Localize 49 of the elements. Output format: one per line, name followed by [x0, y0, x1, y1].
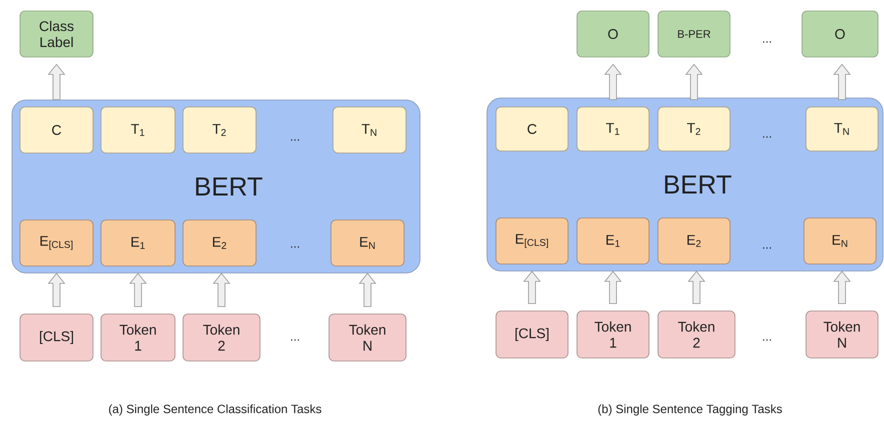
ellipsis: ...: [763, 41, 771, 43]
token-box: Token 1: [100, 314, 176, 362]
output-vector-box: C: [496, 106, 568, 152]
token-box: Token 2: [182, 314, 260, 362]
output-vector-box: T$_{2}$: [182, 106, 256, 154]
embedding-box: E$_{N}$: [804, 218, 876, 264]
arrow: [685, 64, 703, 100]
output-box: O: [802, 10, 878, 58]
output-box: Class Label: [20, 10, 94, 58]
arrow: [833, 64, 851, 100]
output-vector-box: T$_{1}$: [100, 106, 176, 154]
arrow: [212, 272, 230, 307]
token-box: Token N: [328, 314, 406, 362]
output-vector-box: T$_{N}$: [332, 106, 406, 154]
token-box: [CLS]: [20, 314, 94, 362]
ellipsis: ...: [291, 339, 299, 341]
output-box: O: [576, 10, 650, 58]
output-vector-box: T$_{N}$: [806, 106, 878, 152]
token-box: Token N: [806, 310, 878, 358]
arrow: [688, 270, 706, 304]
ellipsis: ...: [763, 247, 771, 249]
embedding-box: E$_{2}$: [182, 220, 256, 266]
ellipsis: ...: [291, 139, 299, 141]
embedding-box: E$_{2}$: [658, 218, 730, 264]
ellipsis: ...: [763, 136, 771, 138]
token-box: Token 1: [576, 310, 650, 358]
arrow: [523, 270, 541, 304]
embedding-box: E$_{N}$: [330, 220, 404, 266]
embedding-box: E$_{1}$: [100, 220, 176, 266]
arrow: [129, 272, 147, 307]
embedding-box: E$_{1}$: [576, 218, 650, 264]
embedding-box: E$_{[CLS]}$: [496, 218, 568, 264]
ellipsis: ...: [763, 339, 771, 341]
output-vector-box: T$_{1}$: [576, 106, 650, 152]
caption: (b) Single Sentence Tagging Tasks: [598, 404, 782, 416]
caption: (a) Single Sentence Classification Tasks: [109, 404, 322, 416]
arrow: [604, 270, 622, 304]
token-box: [CLS]: [496, 310, 568, 358]
embedding-box: E$_{[CLS]}$: [20, 220, 94, 266]
arrow: [48, 272, 66, 307]
ellipsis: ...: [291, 246, 299, 248]
output-vector-box: C: [20, 106, 94, 154]
arrow: [48, 64, 66, 100]
output-vector-box: T$_{2}$: [658, 106, 730, 152]
arrow: [604, 64, 622, 100]
arrow: [833, 270, 851, 304]
arrow: [358, 272, 376, 307]
token-box: Token 2: [658, 310, 736, 358]
output-box: B-PER: [658, 10, 730, 58]
